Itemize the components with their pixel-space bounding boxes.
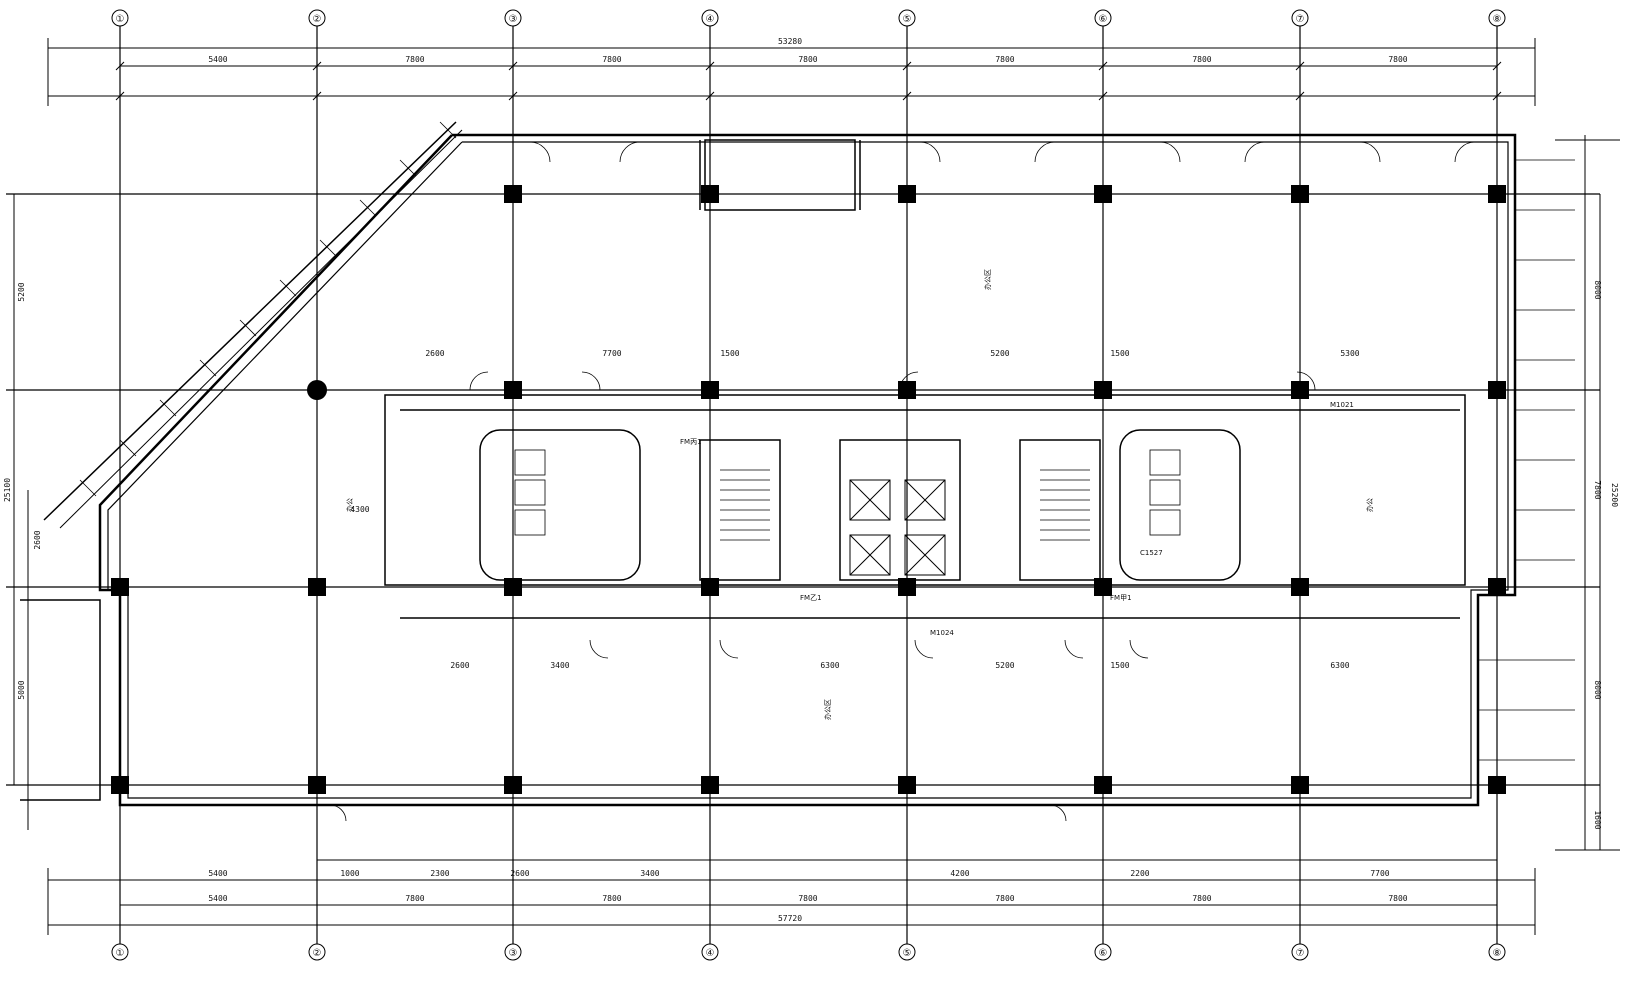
- axis-label-4: ④: [706, 14, 715, 25]
- dim-top-bay-5: 7800: [995, 55, 1014, 64]
- dim-top-bay-2: 7800: [405, 55, 424, 64]
- dimension-lines-right: [1555, 135, 1620, 851]
- dim-core-top-2: 7700: [602, 349, 621, 358]
- dimension-text-left: 25100 5200 5000 2600: [3, 282, 42, 699]
- dim-left-part-1: 5200: [17, 282, 26, 301]
- dim-bottom-bay-4: 7800: [798, 894, 817, 903]
- dim-core-bottom-6: 1500: [1110, 661, 1129, 670]
- exterior-walls: [20, 121, 1517, 807]
- dim-right-part-2: 7800: [1593, 480, 1602, 499]
- door-tag-5: M1021: [1330, 401, 1354, 409]
- dim-core-top-1: 2600: [425, 349, 444, 358]
- dim-top-bay-7: 7800: [1388, 55, 1407, 64]
- axis-label-bottom-8: ⑧: [1493, 948, 1502, 959]
- axis-bubbles-bottom: [111, 943, 1506, 961]
- dim-right-part-4: 1600: [1593, 810, 1602, 829]
- dim-bottom-total: 57720: [778, 914, 802, 923]
- dim-top-bay-1: 5400: [208, 55, 227, 64]
- facade-windows-right: [1478, 159, 1575, 761]
- dim-bottom-bay-6: 7800: [1192, 894, 1211, 903]
- axis-label-3: ③: [509, 14, 518, 25]
- axis-label-bottom-7: ⑦: [1296, 948, 1305, 959]
- dim-bottom-mid-1: 5400: [208, 869, 227, 878]
- dim-bottom-bay-1: 5400: [208, 894, 227, 903]
- door-tag-3: FM甲1: [1110, 594, 1132, 602]
- dim-bottom-bay-2: 7800: [405, 894, 424, 903]
- room-office-top: 办公区: [983, 269, 992, 290]
- dim-right-part-3: 8000: [1593, 680, 1602, 699]
- axis-label-bottom-5: ⑤: [903, 948, 912, 959]
- door-tag-6: C1527: [1140, 549, 1163, 557]
- dim-core-top-6: 1500: [1110, 349, 1129, 358]
- axis-label-bottom-6: ⑥: [1099, 948, 1108, 959]
- axis-bubbles-top: [111, 9, 1506, 27]
- door-tag-4: M1024: [930, 629, 954, 637]
- toilet-fixtures: [514, 449, 1181, 536]
- dim-bottom-mid-6: 4200: [950, 869, 969, 878]
- dim-right-part-1: 8000: [1593, 280, 1602, 299]
- dim-right-total: 25200: [1610, 483, 1619, 507]
- dim-top-total: 53280: [778, 37, 802, 46]
- room-office-right: 办公: [1365, 498, 1374, 512]
- dimension-lines-top: [47, 38, 1536, 106]
- door-tag-1: FM丙1: [680, 438, 702, 446]
- axis-label-bottom-4: ④: [706, 948, 715, 959]
- dim-bottom-mid-7: 2200: [1130, 869, 1149, 878]
- axis-label-1: ①: [116, 14, 125, 25]
- elevator-shafts: [849, 479, 946, 576]
- dim-bottom-mid-3: 2300: [430, 869, 449, 878]
- dim-top-bay-6: 7800: [1192, 55, 1211, 64]
- dim-bottom-mid-4: 2600: [510, 869, 529, 878]
- axis-labels-top: ① ② ③ ④ ⑤ ⑥ ⑦ ⑧: [116, 14, 1502, 25]
- axis-label-6: ⑥: [1099, 14, 1108, 25]
- dimension-text-bottom: 57720 5400 7800 7800 7800 7800 7800 7800…: [208, 869, 1407, 923]
- dimension-text-right: 25200 8000 7800 8000 1600: [1593, 280, 1619, 829]
- axis-label-bottom-2: ②: [313, 948, 322, 959]
- dim-bottom-mid-8: 7700: [1370, 869, 1389, 878]
- stair-treads: [720, 469, 1090, 541]
- room-office-left: 办公: [345, 498, 354, 512]
- dimension-lines-bottom: [47, 859, 1536, 935]
- dim-bottom-mid-2: 1000: [340, 869, 359, 878]
- dim-top-bay-3: 7800: [602, 55, 621, 64]
- dim-left-part-3: 2600: [33, 530, 42, 549]
- dim-bottom-bay-7: 7800: [1388, 894, 1407, 903]
- dim-bottom-bay-5: 7800: [995, 894, 1014, 903]
- dimension-ticks: [115, 61, 1502, 101]
- dim-core-bottom-7: 6300: [1330, 661, 1349, 670]
- door-tag-2: FM乙1: [800, 594, 822, 602]
- room-labels: 办公 办公 办公区 办公区: [345, 269, 1374, 720]
- structural-columns: [111, 185, 1506, 794]
- axis-label-2: ②: [313, 14, 322, 25]
- core-walls: [384, 139, 1466, 619]
- door-tags: FM丙1 FM乙1 FM甲1 M1024 M1021 C1527: [680, 401, 1354, 637]
- dim-bottom-mid-5: 3400: [640, 869, 659, 878]
- dim-core-bottom-4: 6300: [820, 661, 839, 670]
- axis-label-8: ⑧: [1493, 14, 1502, 25]
- dim-core-bottom-5: 5200: [995, 661, 1014, 670]
- axis-label-bottom-3: ③: [509, 948, 518, 959]
- dimension-text-core: 2600 7700 1500 5200 5300 1500 4300 2600 …: [350, 349, 1359, 670]
- dimension-text-top: 53280 5400 7800 7800 7800 7800 7800 7800: [208, 37, 1407, 64]
- door-swings: [329, 141, 1476, 822]
- grid-axis-lines: [6, 18, 1600, 952]
- dim-left-total: 25100: [3, 478, 12, 502]
- dim-core-top-4: 5200: [990, 349, 1009, 358]
- room-office-bottom: 办公区: [823, 699, 832, 720]
- axis-label-5: ⑤: [903, 14, 912, 25]
- axis-label-bottom-1: ①: [116, 948, 125, 959]
- dim-top-bay-4: 7800: [798, 55, 817, 64]
- dim-bottom-bay-3: 7800: [602, 894, 621, 903]
- dim-core-top-5: 5300: [1340, 349, 1359, 358]
- dimension-lines-left: [13, 194, 29, 830]
- dim-left-part-2: 5000: [17, 680, 26, 699]
- diagonal-facade-mullions: [79, 121, 457, 497]
- dim-core-bottom-3: 3400: [550, 661, 569, 670]
- axis-label-7: ⑦: [1296, 14, 1305, 25]
- axis-labels-bottom: ① ② ③ ④ ⑤ ⑥ ⑦ ⑧: [116, 948, 1502, 959]
- dim-core-top-3: 1500: [720, 349, 739, 358]
- dim-core-bottom-2: 2600: [450, 661, 469, 670]
- dim-core-bottom-1: 4300: [350, 505, 369, 514]
